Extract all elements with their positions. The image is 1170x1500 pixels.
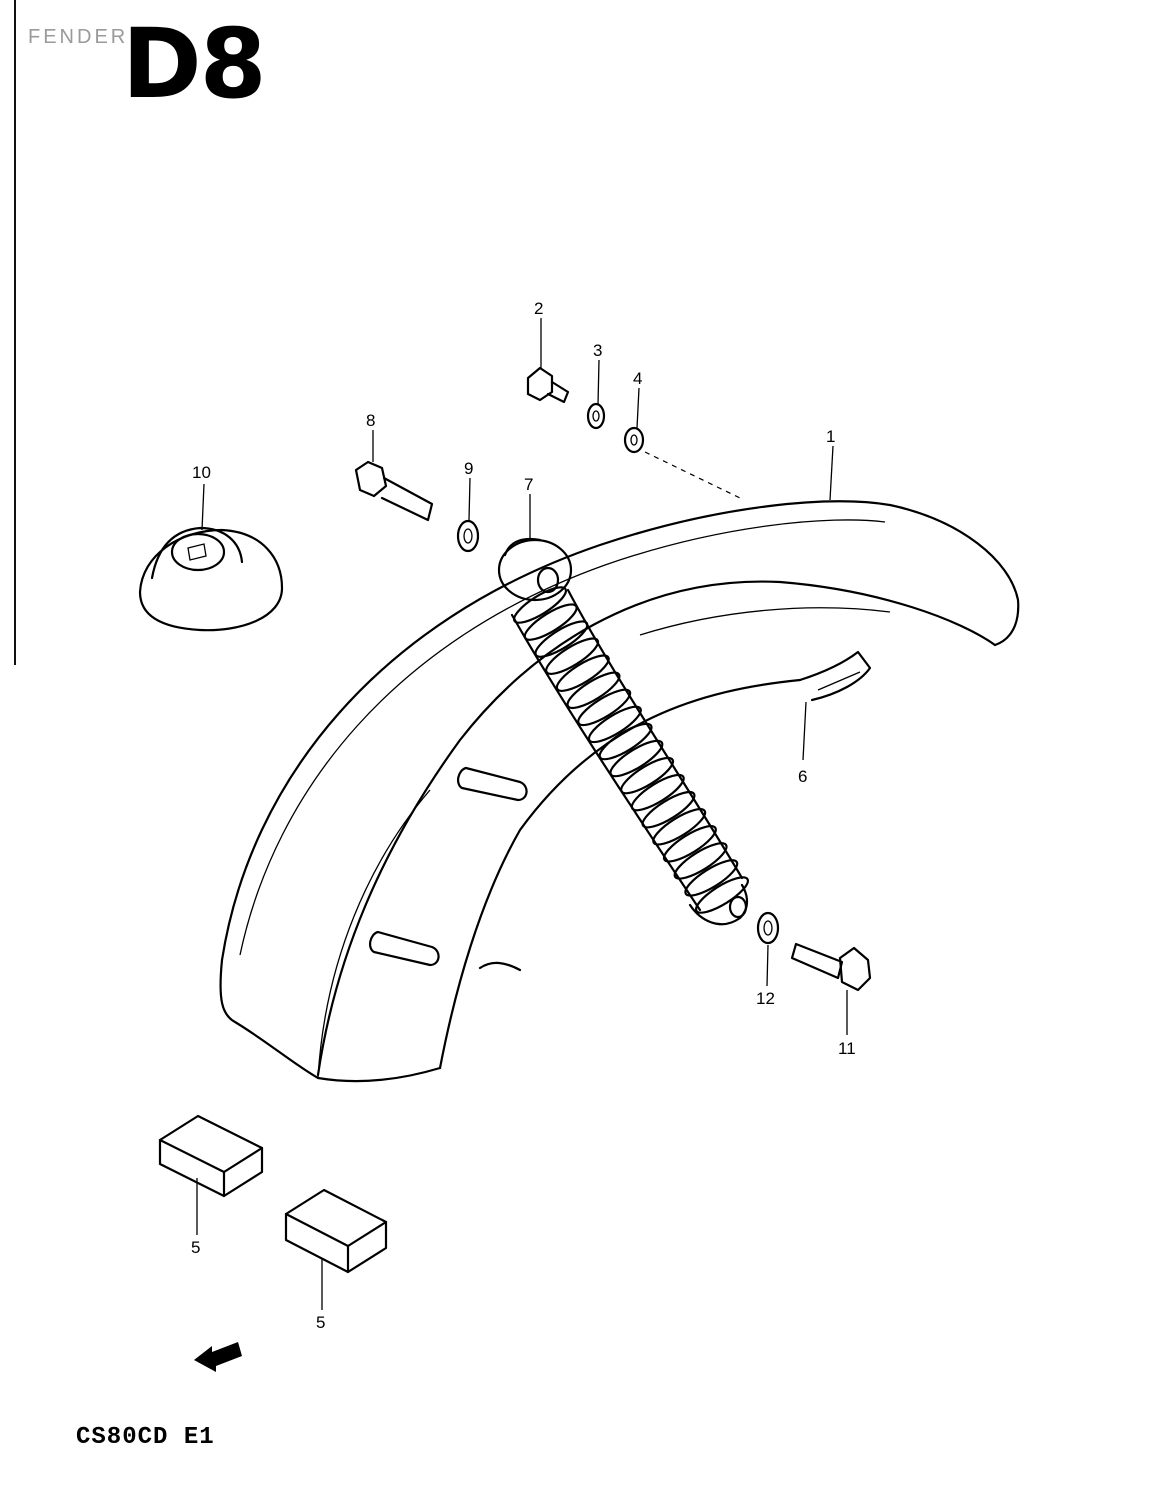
spring-coil <box>630 773 685 812</box>
spring-coil <box>662 825 717 863</box>
bolt-part-2[interactable] <box>526 366 570 404</box>
callout-9: 9 <box>464 459 473 478</box>
callout-labels: 2 3 4 1 8 9 7 10 6 12 11 5 5 <box>191 299 856 1332</box>
spring-coil <box>566 671 621 710</box>
model-code: CS80CD E1 <box>76 1424 215 1451</box>
spring-coil <box>555 654 610 692</box>
spring-coil <box>684 859 739 897</box>
callout-7: 7 <box>524 475 533 494</box>
bolt-part-11[interactable] <box>790 942 872 992</box>
callout-5-lower: 5 <box>316 1313 325 1332</box>
spring-coil <box>523 603 578 641</box>
cap-part-10[interactable] <box>138 526 284 632</box>
washer-part-12[interactable] <box>756 911 780 945</box>
spring-coil <box>609 739 664 778</box>
spring-coil <box>587 705 642 744</box>
callout-3: 3 <box>593 341 602 360</box>
callout-5-upper: 5 <box>191 1238 200 1257</box>
block-part-5-lower[interactable] <box>284 1188 388 1274</box>
washer-part-3[interactable] <box>586 402 606 430</box>
spring-coil <box>534 620 589 658</box>
spring-coil <box>598 722 653 761</box>
spring-coil <box>673 842 728 880</box>
washer-part-4[interactable] <box>623 426 645 454</box>
spring-coil <box>620 756 675 795</box>
leader-lines <box>196 318 848 1310</box>
bracket-part-6[interactable] <box>798 650 872 702</box>
spring-coil <box>652 808 707 846</box>
shock-absorber-part-7[interactable] <box>497 537 752 926</box>
callout-8: 8 <box>366 411 375 430</box>
bolt-part-8[interactable] <box>354 460 434 522</box>
spring-coil <box>545 637 600 675</box>
left-margin-rule <box>14 0 16 665</box>
spring-coil <box>513 586 567 624</box>
spring-coil <box>641 790 696 829</box>
spring-coil <box>695 876 749 914</box>
callout-1: 1 <box>826 427 835 446</box>
page-code: D8 <box>122 8 266 120</box>
callout-11: 11 <box>838 1039 856 1058</box>
callout-12: 12 <box>756 989 775 1008</box>
washer-part-9[interactable] <box>456 519 480 553</box>
callout-10: 10 <box>192 463 211 482</box>
spring-coil <box>577 688 632 727</box>
fender-part-1[interactable] <box>219 500 1020 1083</box>
block-part-5-upper[interactable] <box>158 1114 264 1198</box>
callout-2: 2 <box>534 299 543 318</box>
callout-6: 6 <box>798 767 807 786</box>
callout-4: 4 <box>633 369 642 388</box>
faint-header-text: FENDER <box>28 26 129 48</box>
front-direction-arrow-icon <box>194 1342 242 1372</box>
